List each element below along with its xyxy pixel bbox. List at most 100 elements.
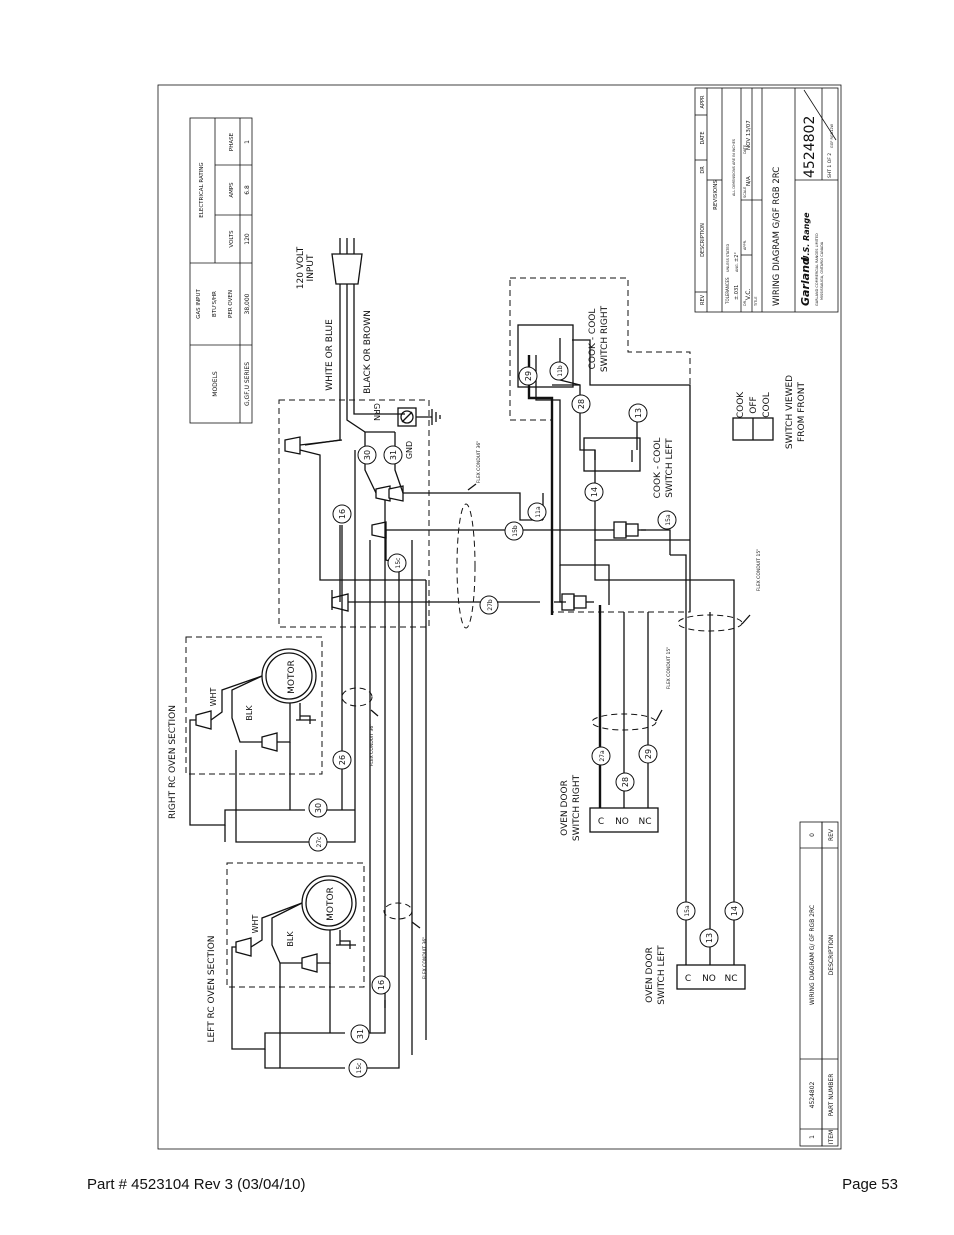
tb-number: 4524802: [802, 116, 818, 178]
wire-tag: 15b: [504, 521, 524, 541]
wire-tag-circle: [549, 361, 569, 381]
tb-city: MISSISSAUGA, ONTARIO CANADA: [820, 241, 824, 300]
right-oven-section: [185, 636, 323, 775]
wire-tag: 15a: [657, 510, 677, 530]
tb-revisions: REVISIONS: [713, 180, 719, 210]
left-section-label: LEFT RC OVEN SECTION: [207, 935, 217, 1042]
wire-tag: 30: [357, 445, 377, 465]
wire-tag-label: 29: [524, 371, 533, 381]
connector-icon: [195, 710, 212, 730]
ground-symbol-icon: [336, 930, 356, 949]
gas-input-line2: BTU'S/HR: [212, 291, 218, 317]
wire-tag-circle: [357, 445, 377, 465]
cook-label: COOK: [736, 391, 746, 418]
models-header: MODELS: [212, 371, 219, 397]
col-volts: VOLTS: [229, 230, 235, 248]
oven-door-switch-left[interactable]: [676, 964, 746, 990]
tb-title-label: TITLE: [754, 297, 758, 307]
pl-rev: REV: [828, 828, 835, 841]
pl-description: DESCRIPTION: [828, 935, 835, 976]
wire-tag-label: 15c: [395, 558, 402, 569]
wire-tag: 31: [350, 1024, 370, 1044]
gas-value: 38,000: [244, 293, 251, 314]
right-motor-label: MOTOR: [287, 660, 297, 694]
wire-tag-circle: [308, 798, 328, 818]
tb-date-label: DATE: [743, 145, 747, 154]
wire-tag: 14: [724, 901, 744, 921]
viewed-label-2: FROM FRONT: [797, 382, 807, 442]
wire-tag: 30: [308, 798, 328, 818]
wire-tag: 28: [571, 394, 591, 414]
cook-cool-switch-right[interactable]: [517, 324, 574, 388]
input-label-1: 120 VOLT: [296, 246, 306, 289]
wire-tag-label: 14: [730, 906, 739, 916]
val-amps: 6.8: [244, 185, 251, 195]
odsr-c: C: [598, 817, 604, 827]
tb-tol1: ±.031: [734, 285, 740, 300]
wire-tag: 29: [638, 744, 658, 764]
pl-part-number: PART NUMBER: [828, 1074, 835, 1117]
tb-scale-value: N/A: [746, 176, 752, 186]
left-wht-label: WHT: [251, 914, 260, 933]
wire-tag: 15a: [676, 901, 696, 921]
odsr-label-2: SWITCH RIGHT: [572, 774, 582, 841]
wire-tag-label: 29: [644, 749, 653, 759]
wire-tag-label: 26: [338, 755, 347, 765]
wire-tag-label: 13: [705, 933, 714, 943]
wire-tag-circle: [350, 1024, 370, 1044]
odsr-nc: NC: [638, 817, 651, 827]
tb-appr-label: APPR.: [743, 240, 747, 250]
cook-cool-switch-left[interactable]: [583, 437, 641, 472]
tb-dr-label: DR.: [743, 300, 747, 306]
drawing-border: [157, 84, 842, 1150]
wire-tag-label: 15b: [512, 525, 519, 537]
wire-tag: 27a: [591, 746, 611, 766]
wire-tag: 14: [584, 482, 604, 502]
wire-tag: 15c: [348, 1058, 368, 1078]
connector-icon: [388, 485, 404, 502]
wire-tag-label: 15c: [356, 1063, 363, 1074]
tb-date: DATE: [700, 131, 706, 144]
val-phase: 1: [244, 140, 251, 144]
wire-tag-circle: [504, 521, 524, 541]
wire-tag-label: 16: [377, 980, 386, 990]
ground-symbol-icon: [416, 409, 441, 425]
left-blk-label: BLK: [286, 931, 295, 947]
wire-tag-circle: [308, 832, 328, 852]
oven-door-switch-right[interactable]: [589, 807, 659, 833]
wire-tag-circle: [383, 445, 403, 465]
tb-scale: SCALE: [743, 187, 747, 198]
wire-tag-circle: [638, 744, 658, 764]
wire-tag-circle: [657, 510, 677, 530]
tb-company: GARLAND COMMERCIAL RANGES LIMITED: [815, 233, 819, 306]
wire-tag-label: 11a: [535, 506, 542, 518]
wire-tag-label: 31: [356, 1029, 365, 1039]
col-amps: AMPS: [229, 182, 235, 198]
flex-conduit-ring: [677, 614, 743, 632]
odsl-label-2: SWITCH LEFT: [657, 945, 667, 1005]
tb-rev: REV: [700, 294, 706, 305]
power-plug-icon: [331, 238, 363, 285]
wire-tag-circle: [332, 504, 352, 524]
wire-tag: 27b: [479, 595, 499, 615]
wire-tag: 16: [371, 975, 391, 995]
connector-icon: [375, 485, 391, 502]
wire-tag-label: 27a: [599, 750, 606, 762]
models-value: G,GF,U SERIES: [244, 362, 251, 406]
inline-connector-icon: [554, 593, 594, 611]
wire-tag: 13: [628, 403, 648, 423]
input-label-2: INPUT: [306, 254, 316, 281]
gas-input-line1: GAS INPUT: [196, 289, 202, 319]
wire-tag-label: 27b: [487, 599, 494, 611]
gas-input-line3: PER OVEN: [228, 290, 234, 318]
flex-conduit-label: FLEX CONDUIT 15": [756, 549, 762, 592]
tb-all-dims: ALL DIMENSIONS ARE IN INCHES: [732, 138, 736, 196]
connector-icon: [371, 521, 387, 539]
wire-tag-circle: [518, 366, 538, 386]
ccsl-label-1: COOK - COOL: [653, 438, 663, 499]
title-block: REV DESCRIPTION DR DATE APPR REVISIONS T…: [694, 87, 839, 313]
wire-tag-label: 14: [590, 487, 599, 497]
wire-tag-label: 15a: [665, 514, 672, 526]
wire-tag: 29: [518, 366, 538, 386]
